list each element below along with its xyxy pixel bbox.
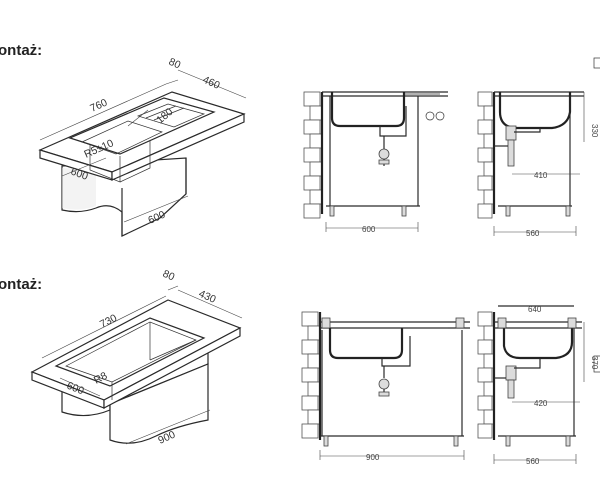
front-view: 900 — [301, 311, 470, 462]
dim-top-depth: 460 — [201, 74, 222, 92]
dim-radius: R8 — [92, 370, 110, 387]
dim-height: 330 — [590, 124, 599, 138]
dim-width: 600 — [362, 225, 376, 234]
isometric-view: 760 80 460 R5±10 180 600 600 — [38, 56, 247, 237]
dim-top-depth: 430 — [197, 288, 218, 306]
wall — [477, 91, 495, 219]
wall — [477, 311, 495, 439]
dim-width: 900 — [366, 453, 380, 462]
dim-top-front: 760 — [88, 97, 109, 115]
dim-depth: 560 — [526, 229, 540, 238]
side-view: 640 370 420 560 — [477, 305, 600, 466]
dim-drain: 420 — [534, 399, 548, 408]
dim-drain: 410 — [534, 171, 548, 180]
section-top-mount: ontaż: — [0, 42, 600, 238]
section-heading: ontaż: — [0, 42, 42, 59]
dim-depth: 560 — [526, 457, 540, 466]
wall — [301, 311, 321, 439]
side-view: 330 410 560 — [477, 57, 600, 238]
front-view: 600 — [303, 91, 448, 234]
section-heading: ontaż: — [0, 276, 42, 293]
wall — [303, 91, 323, 219]
isometric-view: 730 80 430 R8 600 900 — [30, 268, 243, 447]
dim-bowl-front: 600 — [69, 166, 90, 183]
section-flush-mount: ontaż: 730 80 430 R8 600 900 — [0, 268, 600, 466]
dim-height: 370 — [590, 356, 599, 370]
dim-top-side: 80 — [161, 268, 177, 284]
dim-top-side: 80 — [167, 56, 183, 72]
dim-top: 640 — [528, 305, 542, 314]
